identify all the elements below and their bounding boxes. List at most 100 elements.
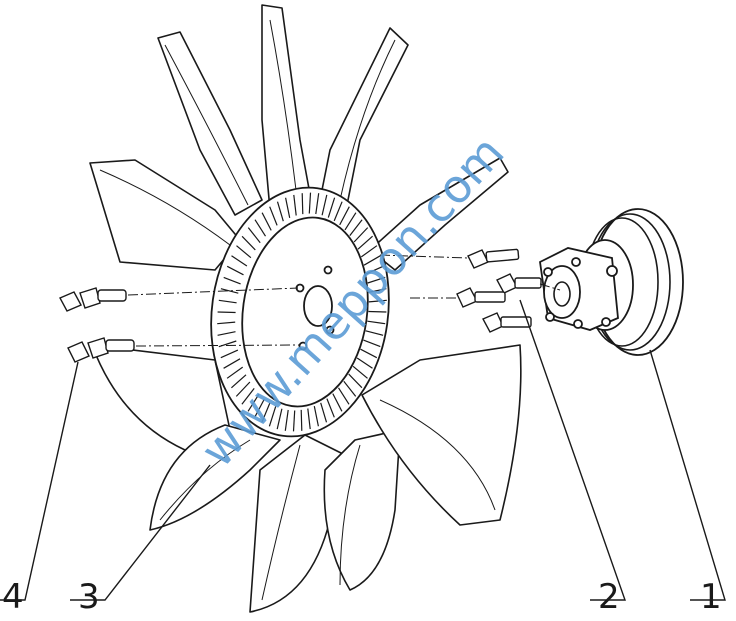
hub-tooth xyxy=(300,409,303,431)
clutch-stud xyxy=(606,265,618,277)
hub-tooth xyxy=(269,206,278,226)
fan-blade xyxy=(149,424,281,531)
hub-tooth xyxy=(344,212,357,231)
bolt xyxy=(456,287,506,308)
bolt xyxy=(67,337,135,363)
hub-tooth xyxy=(313,405,319,427)
hub-tooth xyxy=(223,276,241,285)
hub-tooth xyxy=(321,194,328,216)
hub-tooth xyxy=(231,374,247,389)
clutch-stud xyxy=(601,317,611,327)
hub-tooth xyxy=(293,194,297,216)
hub-tooth xyxy=(231,255,248,267)
fan-blades-lower xyxy=(91,344,522,613)
fan-hub xyxy=(210,186,390,438)
hub-tooth xyxy=(360,245,378,258)
callout-label-2: 2 xyxy=(598,577,620,617)
bolt xyxy=(482,312,532,333)
hub-teeth xyxy=(217,192,387,432)
hub-tooth xyxy=(217,311,236,314)
hub-tooth xyxy=(327,197,336,218)
leader-line-3 xyxy=(70,464,211,601)
hub-tooth xyxy=(226,366,244,379)
hub-tooth xyxy=(333,201,343,222)
hub-tooth xyxy=(363,339,381,348)
hub-tooth xyxy=(220,288,239,294)
hub-tooth xyxy=(292,410,296,432)
blade-edge xyxy=(339,39,396,201)
bolt xyxy=(467,248,520,269)
hub-tooth xyxy=(254,219,267,237)
fan-blade xyxy=(261,4,313,211)
hub-tooth xyxy=(320,402,328,423)
blade-edge xyxy=(164,44,249,206)
hub-tooth xyxy=(357,235,373,250)
hub-tooth xyxy=(284,409,289,431)
clutch-stud xyxy=(543,267,553,277)
hub-tooth xyxy=(261,212,272,231)
fan-blades-upper xyxy=(89,4,509,271)
hub-tooth xyxy=(367,276,386,284)
hub-tooth xyxy=(236,245,252,259)
bolt xyxy=(59,287,127,312)
hub-tooth xyxy=(254,398,265,418)
clutch-stud xyxy=(573,319,583,329)
blade-edge xyxy=(99,169,231,246)
hub-tooth xyxy=(241,388,255,405)
hub-tooth xyxy=(285,197,291,219)
bolt-axis xyxy=(127,287,299,296)
hub-tooth xyxy=(367,320,386,325)
blade-edge xyxy=(339,444,361,586)
clutch-stud xyxy=(571,257,581,267)
hub-center-bore xyxy=(303,285,333,327)
bolt-axis xyxy=(539,283,561,291)
fan-blade xyxy=(369,157,509,271)
hub-tooth xyxy=(363,255,381,266)
leader-line-4 xyxy=(0,361,79,601)
callout-label-4: 4 xyxy=(2,577,24,617)
hub-tooth xyxy=(326,398,335,418)
hub-tooth xyxy=(307,408,311,430)
hub-tooth xyxy=(356,357,373,369)
hub-tooth xyxy=(353,227,369,243)
fan-blade xyxy=(319,27,409,216)
hub-tooth xyxy=(365,265,384,275)
callout-label-1: 1 xyxy=(700,577,722,617)
hub-bolt-hole xyxy=(323,265,333,275)
hub-bolt-hole xyxy=(298,341,308,351)
leader-line-2 xyxy=(519,299,626,601)
hub-bolts xyxy=(59,287,301,363)
blade-edge xyxy=(261,444,301,601)
blade-edge xyxy=(379,399,496,511)
hub-tooth xyxy=(276,408,283,430)
fan-clutch xyxy=(539,208,684,356)
leader-line-1 xyxy=(649,349,726,601)
hub-tooth xyxy=(339,206,350,226)
hub-tooth xyxy=(226,265,244,276)
bolt-axis xyxy=(135,344,301,347)
hub-tooth xyxy=(241,235,256,251)
hub-tooth xyxy=(349,219,363,236)
bolt-axis xyxy=(379,254,469,259)
hub-tooth xyxy=(365,330,384,336)
leader-lines xyxy=(0,299,726,601)
callout-label-3: 3 xyxy=(78,577,100,617)
hub-tooth xyxy=(235,381,251,397)
fan-blade xyxy=(323,429,401,591)
hub-tooth xyxy=(261,402,271,423)
hub-tooth xyxy=(217,321,236,325)
hub-tooth xyxy=(368,310,387,313)
hub-tooth xyxy=(217,331,236,336)
hub-tooth xyxy=(368,288,387,293)
blade-edge xyxy=(269,19,297,191)
hub-tooth xyxy=(348,373,363,389)
hub-tooth xyxy=(276,201,284,222)
hub-tooth xyxy=(368,299,387,303)
hub-tooth xyxy=(360,348,378,359)
hub-tooth xyxy=(352,365,368,379)
hub-tooth xyxy=(247,393,260,412)
clutch-flange-face xyxy=(543,265,581,319)
hub-bolt-hole xyxy=(325,325,335,335)
clutch-bolts xyxy=(379,248,561,333)
